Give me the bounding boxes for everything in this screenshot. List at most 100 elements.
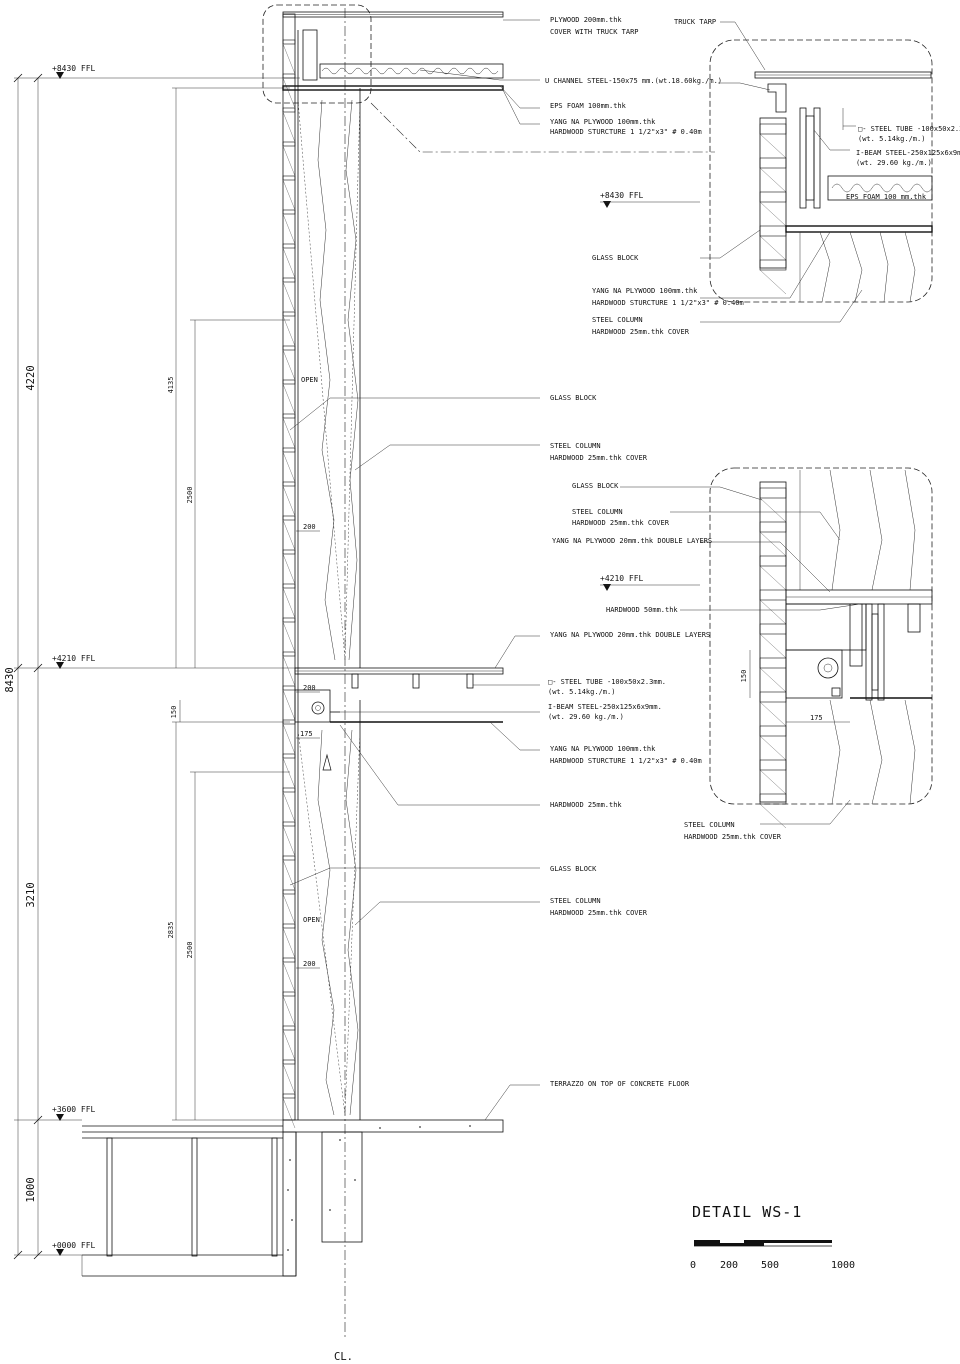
- detail2-steelcol-b-1: STEEL COLUMN: [684, 821, 735, 829]
- note-yang100b-1: YANG NA PLYWOOD 100mm.thk: [550, 745, 656, 753]
- glass-block-joint: [282, 277, 296, 283]
- glass-block-joint: [282, 447, 296, 453]
- detail2-dim-175: 175: [810, 714, 823, 722]
- dim-175: 175: [300, 730, 313, 738]
- note-u-channel: U CHANNEL STEEL-150x75 mm.(wt.18.60kg./m…: [545, 77, 722, 85]
- detail1-eps: EPS FOAM 100 mm.thk: [846, 193, 927, 201]
- glass-block-joint: [282, 515, 296, 521]
- open-upper: OPEN: [301, 376, 318, 384]
- note-yang100b-2: HARDWOOD STURCTURE 1 1/2"x3" # 0.40m: [550, 757, 702, 765]
- inner-dimension-chains: 4135 2500 2835 2500 150 200 200 200 175: [167, 87, 320, 1121]
- note-tube-1: □- STEEL TUBE -100x50x2.3mm.: [548, 678, 666, 686]
- glass-block-joint: [282, 753, 296, 759]
- scale-1000: 1000: [831, 1260, 855, 1271]
- note-eps: EPS FOAM 100mm.thk: [550, 102, 627, 110]
- glass-block-joint: [282, 821, 296, 827]
- detail1-ibeam-2: (wt. 29.60 kg./m.): [856, 159, 932, 167]
- dim-upper-4220: 4220: [25, 365, 37, 390]
- note-yang100a-1: YANG NA PLYWOOD 100mm.thk: [550, 118, 656, 126]
- detail2-hardwood50: HARDWOOD 50mm.thk: [606, 606, 678, 614]
- note-yang20: YANG NA PLYWOOD 20mm.thk DOUBLE LAYERS: [550, 631, 710, 639]
- glass-block-joint: [759, 555, 787, 567]
- detail1-tube-2: (wt. 5.14kg./m.): [858, 135, 925, 143]
- glass-block-joint: [282, 243, 296, 249]
- glass-block-joint: [282, 855, 296, 861]
- detail2-steelcol-b-2: HARDWOOD 25mm.thk COVER: [684, 833, 782, 841]
- detail1-glass: GLASS BLOCK: [592, 254, 639, 262]
- note-steel-column-1: STEEL COLUMN: [550, 442, 601, 450]
- note-glass-block-2: GLASS BLOCK: [550, 865, 597, 873]
- open-lower: OPEN: [303, 916, 320, 924]
- glass-block-joint: [282, 209, 296, 215]
- level-8430: +8430 FFL: [52, 64, 96, 73]
- dim-150: 150: [170, 706, 178, 719]
- dim-2500-lower: 2500: [186, 942, 194, 959]
- detail2-glass: GLASS BLOCK: [572, 482, 619, 490]
- note-tube-2: (wt. 5.14kg./m.): [548, 688, 615, 696]
- note-hardwood-cover-1: HARDWOOD 25mm.thk COVER: [550, 454, 648, 462]
- note-terrazzo: TERRAZZO ON TOP OF CONCRETE FLOOR: [550, 1080, 690, 1088]
- glass-block-joint: [282, 1025, 296, 1031]
- dim-4135: 4135: [167, 377, 175, 394]
- detail1-steelcol-1: STEEL COLUMN: [592, 316, 643, 324]
- dim-2500-upper: 2500: [186, 487, 194, 504]
- dim-200-c: 200: [303, 960, 316, 968]
- glass-block-joint: [759, 157, 787, 169]
- note-hardwood25: HARDWOOD 25mm.thk: [550, 801, 622, 809]
- drawing-title: DETAIL WS-1: [692, 1203, 802, 1221]
- dim-lower-3210: 3210: [25, 882, 37, 907]
- detail-level-8430: +8430 FFL: [600, 191, 644, 200]
- glass-block-joint: [282, 345, 296, 351]
- glass-block-joint: [759, 793, 787, 805]
- glass-block-joint: [282, 651, 296, 657]
- glass-block-joint: [759, 623, 787, 635]
- dim-total-8430: 8430: [4, 667, 16, 692]
- detail-level-4210: +4210 FFL: [600, 574, 644, 583]
- glass-block-joint: [759, 589, 787, 601]
- glass-block-joint: [282, 889, 296, 895]
- glass-block-joint: [282, 311, 296, 317]
- glass-block-joint: [759, 487, 787, 499]
- level-markers: +8430 FFL +4210 FFL +3600 FFL +0000 FFL: [52, 64, 96, 1256]
- dim-200-a: 200: [303, 523, 316, 531]
- glass-block-joint: [759, 759, 787, 771]
- note-ibeam-1: I-BEAM STEEL-250x125x6x9mm.: [548, 703, 662, 711]
- dim-2835: 2835: [167, 922, 175, 939]
- detail2-steelcol-2: HARDWOOD 25mm.thk COVER: [572, 519, 670, 527]
- level-0000: +0000 FFL: [52, 1241, 96, 1250]
- main-notes: PLYWOOD 200mm.thk COVER WITH TRUCK TARP …: [289, 16, 722, 1121]
- note-truck-tarp: COVER WITH TRUCK TARP: [550, 28, 639, 36]
- scale-500: 500: [761, 1260, 779, 1271]
- glass-block-joint: [282, 923, 296, 929]
- glass-block-joint: [282, 957, 296, 963]
- glass-block-joint: [759, 725, 787, 737]
- detail1-yang-2: HARDWOOD STURCTURE 1 1/2"x3" # 0.40m: [592, 299, 744, 307]
- detail-floor-callout: 150 175 +4210 FFL GLASS BLOCK STEEL COLU…: [552, 467, 933, 841]
- glass-block-joint: [282, 107, 296, 113]
- glass-block-joint: [282, 549, 296, 555]
- detail1-yang-1: YANG NA PLYWOOD 100mm.thk: [592, 287, 698, 295]
- overall-dimension-chain: 8430 4220 3210 1000: [4, 73, 300, 1260]
- glass-block-joint: [759, 657, 787, 669]
- note-hardwood-cover-2: HARDWOOD 25mm.thk COVER: [550, 909, 648, 917]
- glass-block-joint: [282, 1093, 296, 1099]
- main-section: CL. OPEN OPEN: [81, 4, 504, 1363]
- detail1-tube-1: □- STEEL TUBE -100x50x2.3mm.: [858, 125, 960, 133]
- note-ibeam-2: (wt. 29.60 kg./m.): [548, 713, 624, 721]
- glass-block-joint: [282, 73, 296, 79]
- glass-block-joint: [282, 175, 296, 181]
- glass-block-joint: [759, 191, 787, 203]
- glass-block-joint: [282, 141, 296, 147]
- detail1-ibeam-1: I-BEAM STEEL-250x125x6x9mm.: [856, 149, 960, 157]
- glass-block-joint: [282, 39, 296, 45]
- detail-roof-callout: +8430 FFL TRUCK TARP □- STEEL TUBE -100x…: [592, 18, 960, 336]
- note-yang100a-2: HARDWOOD STURCTURE 1 1/2"x3" # 0.40m: [550, 128, 702, 136]
- title-block: DETAIL WS-1 0 200 500 1000: [690, 1203, 855, 1271]
- glass-block-joint: [282, 583, 296, 589]
- scale-0: 0: [690, 1260, 696, 1271]
- glass-block-joint: [759, 225, 787, 237]
- glass-block-joint: [282, 617, 296, 623]
- scale-200: 200: [720, 1260, 738, 1271]
